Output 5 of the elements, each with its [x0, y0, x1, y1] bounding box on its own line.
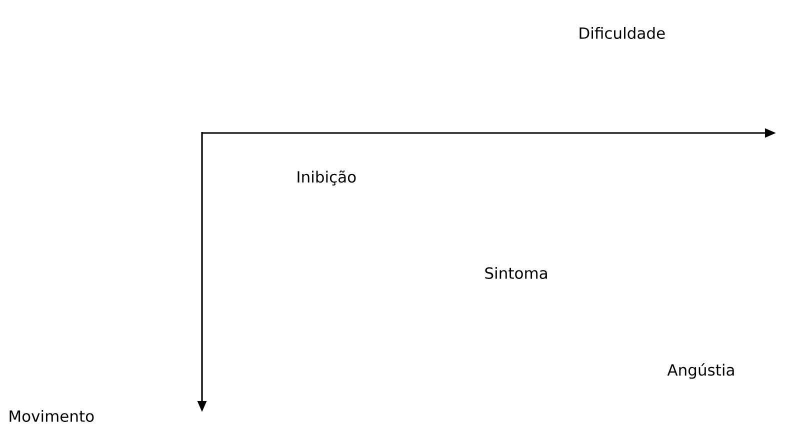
- axis-label: Dificuldade: [580, 27, 665, 39]
- axis-label: Movimento: [10, 410, 94, 422]
- axis-label: Inibição: [298, 170, 356, 186]
- axis-label: Angústia: [667, 363, 734, 379]
- axis-label: Sintoma: [485, 266, 547, 279]
